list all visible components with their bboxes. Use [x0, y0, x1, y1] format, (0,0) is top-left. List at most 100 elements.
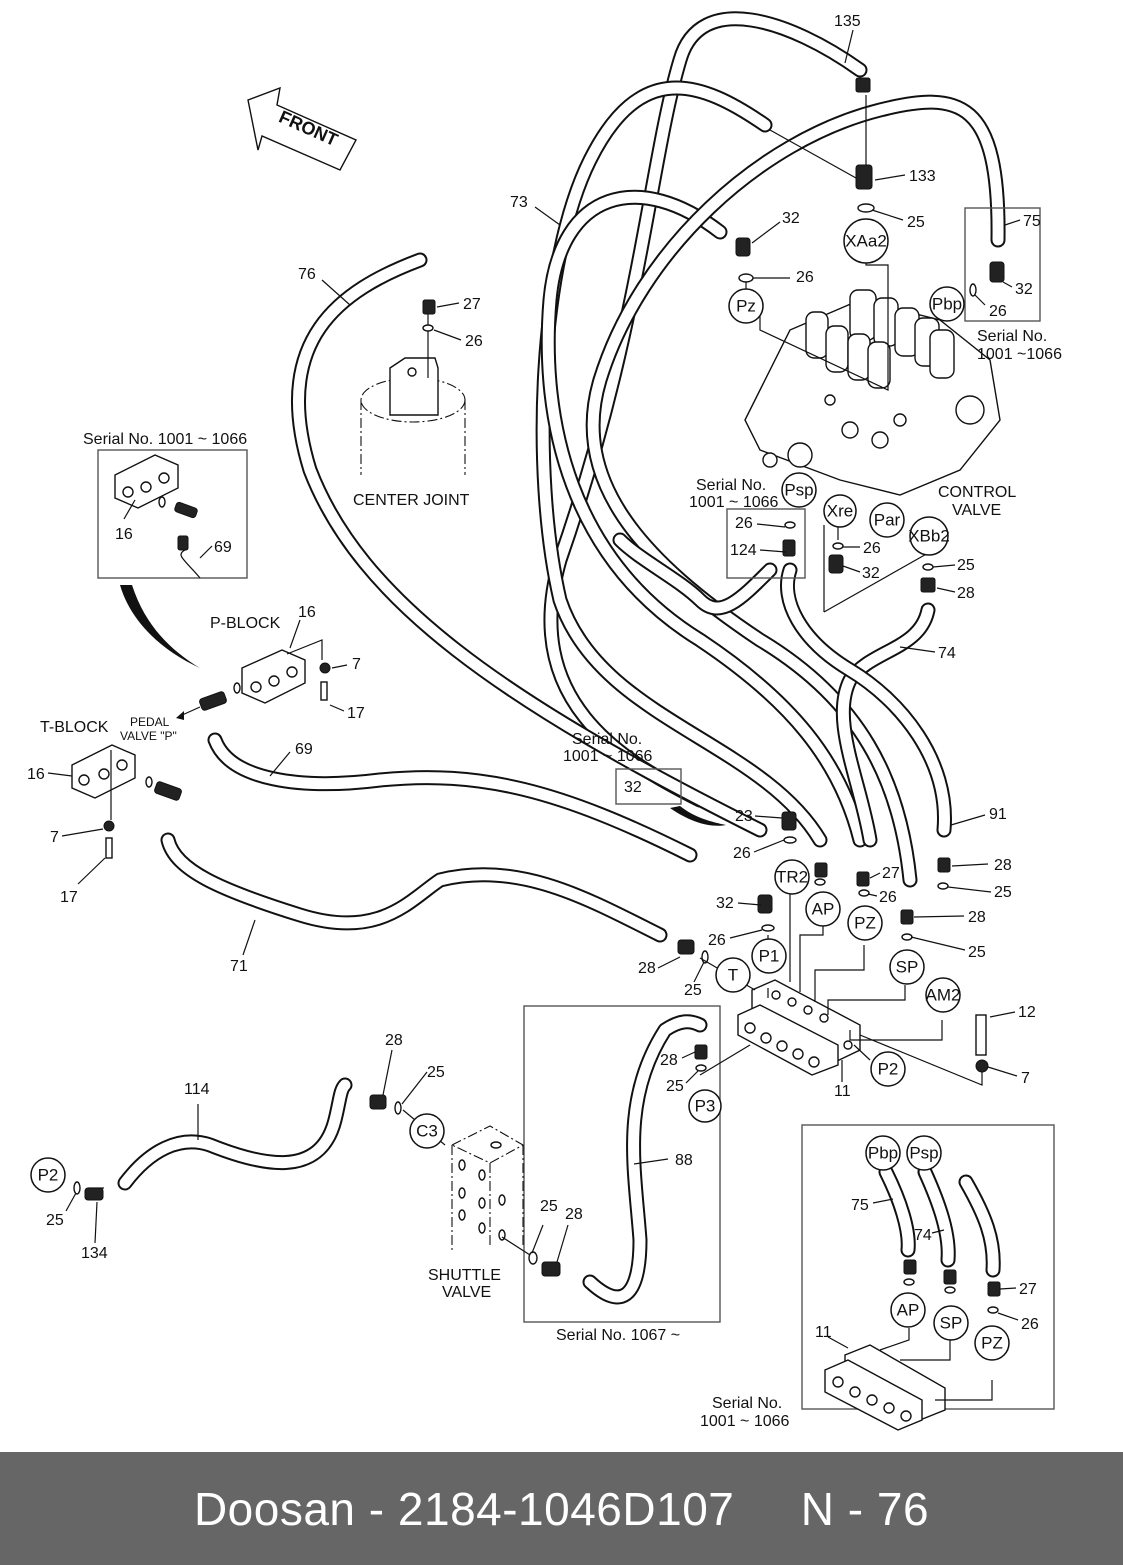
svg-text:PZ: PZ: [854, 914, 876, 933]
part-27: 27: [882, 865, 900, 882]
part-25: 25: [994, 884, 1012, 901]
control-valve: [744, 289, 1001, 496]
footer-part-number: 2184-1046D107: [397, 1482, 735, 1535]
t-block: [71, 744, 182, 859]
part-32: 32: [1015, 281, 1033, 298]
part-74: 74: [938, 645, 956, 662]
left-box-block: [114, 454, 198, 551]
part-76: 76: [298, 266, 316, 283]
svg-text:P1: P1: [759, 947, 780, 966]
hose-74: [835, 602, 936, 848]
svg-text:P3: P3: [695, 1097, 716, 1116]
footer-caption: Doosan - 2184-1046D107 N - 76: [194, 1482, 929, 1536]
part-25: 25: [427, 1064, 445, 1081]
svg-text:P2: P2: [38, 1166, 59, 1185]
svg-text:T: T: [728, 966, 738, 985]
footer-bar: Doosan - 2184-1046D107 N - 76: [0, 1452, 1123, 1565]
part-124: 124: [730, 542, 757, 559]
shuttle-valve-label-2: VALVE: [442, 1284, 491, 1301]
center-joint-label: CENTER JOINT: [353, 492, 470, 509]
svg-text:Pbp: Pbp: [868, 1144, 898, 1163]
part-25: 25: [540, 1198, 558, 1215]
port-Pz: Pz: [728, 288, 764, 324]
part-73: 73: [510, 194, 528, 211]
port-PZ-inset: PZ: [974, 1325, 1010, 1361]
part-26: 26: [465, 333, 483, 350]
svg-text:Par: Par: [874, 511, 901, 530]
port-Pbp: Pbp: [929, 286, 965, 322]
footer-page: N - 76: [800, 1482, 930, 1535]
part-28: 28: [994, 857, 1012, 874]
part-71: 71: [230, 958, 248, 975]
part-25: 25: [907, 214, 925, 231]
front-direction-arrow: FRONT: [247, 86, 357, 171]
manifold-block-11-inset: [824, 1344, 946, 1431]
svg-text:P2: P2: [878, 1060, 899, 1079]
part-26: 26: [879, 889, 897, 906]
p-block-label: P-BLOCK: [210, 615, 281, 632]
pedal-valve-label-1: PEDAL: [130, 715, 170, 729]
part-25: 25: [684, 982, 702, 999]
svg-text:XBb2: XBb2: [908, 527, 950, 546]
part-16: 16: [27, 766, 45, 783]
part-25: 25: [46, 1212, 64, 1229]
part-75: 75: [851, 1197, 869, 1214]
footer-separator: -: [355, 1482, 398, 1535]
serial-note-bottom-right-1: Serial No.: [712, 1395, 782, 1412]
part-32: 32: [782, 210, 800, 227]
part-91: 91: [989, 806, 1007, 823]
part-88: 88: [675, 1152, 693, 1169]
port-P2-manifold: P2: [870, 1051, 906, 1087]
port-Par: Par: [869, 502, 905, 538]
part-number-labels: 135 133 25 73 32 26 75 32 26 76 27 26 16…: [27, 13, 1041, 1341]
svg-text:Psp: Psp: [784, 481, 813, 500]
part-28: 28: [957, 585, 975, 602]
hose-114: [117, 1077, 353, 1191]
port-SP-inset: SP: [933, 1305, 969, 1341]
footer-gap: [734, 1483, 800, 1535]
port-T: T: [715, 957, 751, 993]
part-28: 28: [385, 1032, 403, 1049]
svg-text:Psp: Psp: [909, 1144, 938, 1163]
shuttle-valve-label-1: SHUTTLE: [428, 1267, 501, 1284]
part-32: 32: [716, 895, 734, 912]
hose-76: [291, 252, 768, 838]
serial-note-center-2: 1001 ~ 1066: [689, 494, 779, 511]
control-valve-label-1: CONTROL: [938, 484, 1016, 501]
serial-note-left: Serial No. 1001 ~ 1066: [83, 431, 247, 448]
valve-spools: [805, 289, 955, 389]
part-25: 25: [957, 557, 975, 574]
svg-text:Pbp: Pbp: [932, 295, 962, 314]
p-block: [176, 639, 331, 720]
svg-text:SP: SP: [940, 1314, 963, 1333]
part-26: 26: [708, 932, 726, 949]
part-26: 26: [989, 303, 1007, 320]
footer-brand: Doosan: [193, 1482, 356, 1535]
hose-124: [612, 532, 778, 616]
part-32: 32: [624, 779, 642, 796]
serial-box-middle: [615, 768, 682, 805]
part-26: 26: [796, 269, 814, 286]
serial-box-shuttle: [523, 1005, 721, 1323]
hose-75: [585, 94, 1006, 888]
part-135: 135: [834, 13, 861, 30]
svg-text:TR2: TR2: [776, 868, 808, 887]
svg-text:AM2: AM2: [926, 986, 961, 1005]
part-11: 11: [834, 1083, 851, 1100]
part-25: 25: [666, 1078, 684, 1095]
hose-to-xre: [540, 189, 868, 848]
callout-arrow-left: [120, 585, 200, 668]
part-74: 74: [914, 1227, 932, 1244]
part-7: 7: [50, 829, 59, 846]
port-TR2: TR2: [774, 859, 810, 895]
serial-note-top-right-1: Serial No.: [977, 328, 1047, 345]
port-AP: AP: [805, 891, 841, 927]
svg-text:PZ: PZ: [981, 1334, 1003, 1353]
part-26: 26: [1021, 1316, 1039, 1333]
part-69: 69: [214, 539, 232, 556]
part-28: 28: [660, 1052, 678, 1069]
port-P2-left: P2: [30, 1157, 66, 1193]
part-26: 26: [733, 845, 751, 862]
serial-note-top-right-2: 1001 ~1066: [977, 346, 1062, 363]
port-SP: SP: [889, 949, 925, 985]
